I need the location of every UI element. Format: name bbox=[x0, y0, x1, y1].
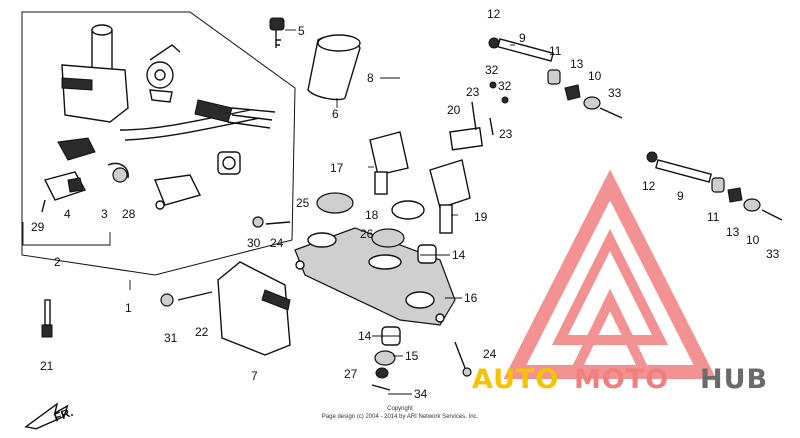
watermark-hub: HUB bbox=[700, 364, 768, 395]
label-17: 17 bbox=[330, 161, 344, 175]
label-22: 22 bbox=[195, 325, 209, 339]
label-33b: 33 bbox=[766, 247, 780, 261]
top-bridge bbox=[294, 227, 456, 326]
label-13b: 13 bbox=[726, 225, 740, 239]
label-30: 30 bbox=[247, 236, 261, 250]
stem-nuts bbox=[316, 192, 437, 391]
copyright-notice: Copyright Page design (c) 2004 - 2014 by… bbox=[322, 406, 479, 420]
label-10a: 10 bbox=[588, 69, 602, 83]
label-6: 6 bbox=[332, 107, 339, 121]
label-9a: 9 bbox=[519, 31, 526, 45]
handlebar-cover bbox=[307, 34, 361, 101]
bar-end-weights bbox=[488, 37, 783, 221]
label-24a: 24 bbox=[270, 236, 284, 250]
label-26: 26 bbox=[360, 227, 374, 241]
front-direction-arrow bbox=[24, 402, 69, 430]
label-20: 20 bbox=[447, 103, 461, 117]
part-labels: 5 6 8 12 9 11 13 10 33 32 32 23 20 23 12… bbox=[31, 7, 780, 425]
ignition-kit-box bbox=[21, 11, 296, 276]
label-18: 18 bbox=[365, 208, 379, 222]
label-32a: 32 bbox=[485, 63, 499, 77]
label-5: 5 bbox=[298, 24, 305, 38]
label-21: 21 bbox=[40, 359, 54, 373]
key-part bbox=[269, 17, 285, 48]
label-1: 1 bbox=[125, 301, 132, 315]
label-2: 2 bbox=[54, 255, 61, 269]
direction-label: FR. bbox=[52, 405, 75, 425]
label-4: 4 bbox=[64, 207, 71, 221]
stem-cover bbox=[217, 261, 291, 356]
label-11b: 11 bbox=[707, 210, 720, 224]
kit-small-parts bbox=[41, 137, 241, 213]
label-34: 34 bbox=[414, 387, 428, 401]
label-16: 16 bbox=[464, 291, 478, 305]
label-19: 19 bbox=[474, 210, 488, 224]
label-14a: 14 bbox=[452, 248, 466, 262]
holder-bolts bbox=[449, 81, 509, 151]
handlebar bbox=[397, 16, 642, 153]
label-31: 31 bbox=[164, 331, 178, 345]
watermark-logo bbox=[503, 169, 717, 379]
label-14b: 14 bbox=[358, 329, 372, 343]
ignition-switch bbox=[61, 24, 276, 141]
label-28: 28 bbox=[122, 207, 136, 221]
label-23a: 23 bbox=[466, 85, 480, 99]
leader-lines bbox=[22, 29, 515, 395]
label-12b: 12 bbox=[642, 179, 656, 193]
label-9b: 9 bbox=[677, 189, 684, 203]
copyright-line2: Page design (c) 2004 - 2014 by ARI Netwo… bbox=[322, 414, 479, 420]
label-10b: 10 bbox=[746, 233, 760, 247]
label-32b: 32 bbox=[498, 79, 512, 93]
watermark-auto: AUTO bbox=[472, 364, 559, 395]
label-15: 15 bbox=[405, 349, 419, 363]
label-8: 8 bbox=[367, 71, 374, 85]
label-13a: 13 bbox=[570, 57, 584, 71]
label-3: 3 bbox=[101, 207, 108, 221]
label-7: 7 bbox=[251, 369, 258, 383]
bolts-lower-left bbox=[41, 216, 472, 377]
label-33a: 33 bbox=[608, 86, 622, 100]
label-24b: 24 bbox=[483, 347, 497, 361]
label-12a: 12 bbox=[487, 7, 501, 21]
label-25: 25 bbox=[296, 196, 310, 210]
label-11a: 11 bbox=[549, 44, 562, 58]
label-29: 29 bbox=[31, 220, 45, 234]
label-27: 27 bbox=[344, 367, 358, 381]
label-23b: 23 bbox=[499, 127, 513, 141]
handlebar-holders bbox=[369, 131, 471, 234]
watermark-moto: MOTO bbox=[574, 364, 669, 395]
watermark-text: AUTO MOTO HUB bbox=[472, 364, 768, 395]
copyright-line1: Copyright bbox=[387, 406, 413, 412]
